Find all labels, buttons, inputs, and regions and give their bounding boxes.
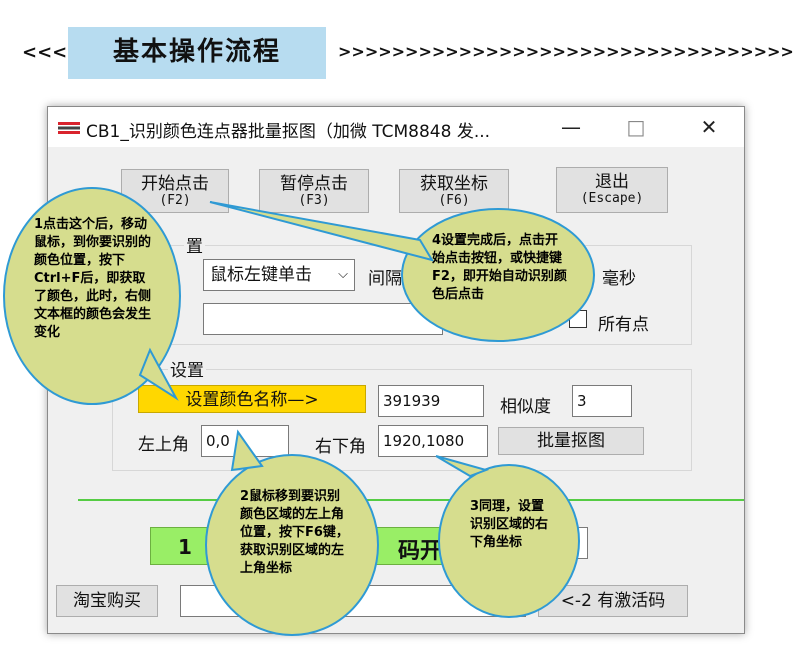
get-coordinate-label: 获取坐标 (420, 174, 488, 194)
color-settings-title: 设置 (168, 356, 206, 381)
activation-status-left: 1 (178, 535, 192, 559)
pause-click-button[interactable]: 暂停点击 (F3) (259, 169, 369, 213)
click-points-input[interactable] (203, 303, 443, 335)
maximize-button[interactable]: □ (626, 115, 646, 139)
activation-status-right: 码开 (398, 539, 443, 564)
all-points-label: 所有点 (598, 315, 649, 335)
callout-2-shape (205, 429, 379, 636)
exit-button[interactable]: 退出 (Escape) (556, 167, 668, 213)
exit-label: 退出 (595, 172, 629, 192)
click-type-select[interactable]: 鼠标左键单击 ⌵ (203, 259, 355, 291)
start-click-shortcut: (F2) (159, 193, 191, 208)
window-title: CB1_识别颜色连点器批量抠图（加微 TCM8848 发... (86, 122, 491, 142)
click-type-value: 鼠标左键单击 (210, 265, 312, 285)
pause-click-shortcut: (F3) (298, 193, 330, 208)
interval-label: 间隔 (368, 269, 402, 289)
app-window: CB1_识别颜色连点器批量抠图（加微 TCM8848 发... — □ ✕ 开始… (47, 106, 745, 634)
progress-line (78, 499, 744, 501)
callout-2-text: 2鼠标移到要识别颜色区域的左上角位置，按下F6键，获取识别区域的左上角坐标 (240, 489, 349, 576)
top-left-label: 左上角 (138, 435, 189, 455)
get-coordinate-shortcut: (F6) (438, 193, 470, 208)
heading-left-arrows: <<< (22, 42, 68, 63)
pause-click-label: 暂停点击 (280, 174, 348, 194)
have-activation-code-button[interactable]: <-2 有激活码 (538, 585, 688, 617)
get-coordinate-button[interactable]: 获取坐标 (F6) (399, 169, 509, 213)
start-click-button[interactable]: 开始点击 (F2) (121, 169, 229, 213)
callout-4-text: 4设置完成后，点击开始点击按钮，或快捷键F2，即开始自动识别颜色后点击 (432, 233, 567, 302)
chevron-down-icon: ⌵ (338, 267, 348, 282)
start-click-label: 开始点击 (141, 174, 209, 194)
callout-4-shape (209, 201, 595, 342)
bottom-right-label: 右下角 (315, 437, 366, 457)
click-settings-title: 置 (184, 232, 205, 257)
callout-3-text: 3同理，设置识别区域的右下角坐标 (470, 499, 549, 550)
callout-3-shape (435, 455, 580, 618)
heading-title: 基本操作流程 (68, 27, 326, 79)
callout-1-shape (3, 187, 181, 405)
close-button[interactable]: ✕ (700, 115, 718, 139)
title-bar: CB1_识别颜色连点器批量抠图（加微 TCM8848 发... — □ ✕ (48, 107, 744, 147)
batch-cutout-button[interactable]: 批量抠图 (498, 427, 644, 455)
bottom-right-input[interactable]: 1920,1080 (378, 425, 488, 457)
color-settings-group (112, 369, 692, 471)
app-icon (58, 122, 80, 134)
milliseconds-label: 毫秒 (602, 269, 636, 289)
color-value-input[interactable]: 391939 (378, 385, 484, 417)
taobao-buy-button[interactable]: 淘宝购买 (56, 585, 158, 617)
exit-shortcut: (Escape) (580, 191, 644, 206)
similarity-label: 相似度 (500, 397, 551, 417)
similarity-input[interactable]: 3 (572, 385, 632, 417)
callout-1-text: 1点击这个后，移动鼠标，到你要识别的颜色位置，按下Ctrl+F后，即获取了颜色，… (34, 217, 152, 340)
heading-right-arrows: >>>>>>>>>>>>>>>>>>>>>>>>>>>>>>>>>> (338, 42, 793, 61)
minimize-button[interactable]: — (561, 115, 581, 139)
